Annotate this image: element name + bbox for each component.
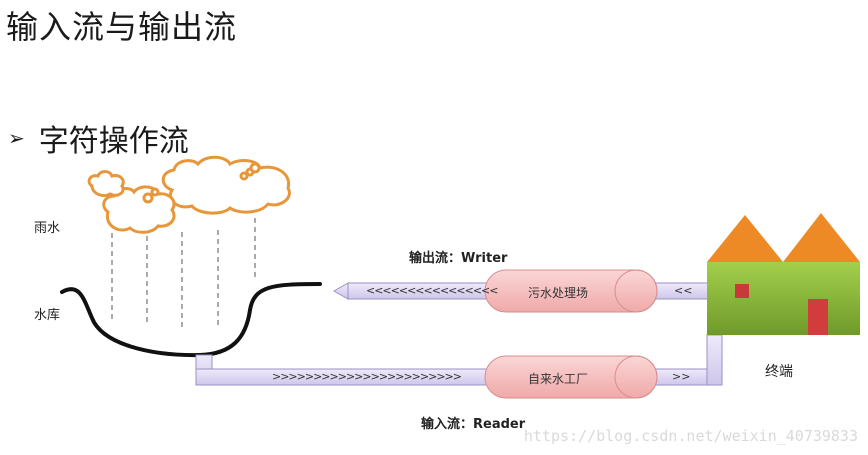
input-arrows-long: >>>>>>>>>>>>>>>>>>>>>>> (272, 370, 462, 383)
terminal-label: 终端 (765, 364, 793, 380)
waterworks-tank-label: 自来水工厂 (527, 372, 588, 386)
sewage-tank-label: 污水处理场 (527, 286, 588, 300)
sewage-tank (484, 269, 658, 313)
output-arrows-short: << (674, 284, 693, 297)
input-pipe (195, 334, 723, 386)
waterworks-tank (484, 355, 658, 399)
output-flow-label: 输出流：Writer (409, 251, 508, 266)
bullet-arrow-icon: ➢ (8, 126, 25, 150)
bullet-text: 字符操作流 (38, 124, 189, 159)
input-flow-label: 输入流：Reader (421, 417, 526, 432)
page-title: 输入流与输出流 (6, 8, 238, 46)
bullet-item: ➢ 字符操作流 (8, 116, 189, 160)
rain-label: 雨水 (34, 221, 61, 236)
reservoir-label: 水库 (34, 308, 61, 323)
input-arrows-short: >> (672, 370, 691, 383)
reservoir-curve (60, 282, 322, 358)
watermark: https://blog.csdn.net/weixin_40739833 (523, 427, 858, 445)
output-arrows-long: <<<<<<<<<<<<<<<< (366, 284, 498, 297)
rain-lines (111, 218, 256, 327)
house-icon (707, 213, 860, 335)
cloud-icon (87, 155, 291, 234)
